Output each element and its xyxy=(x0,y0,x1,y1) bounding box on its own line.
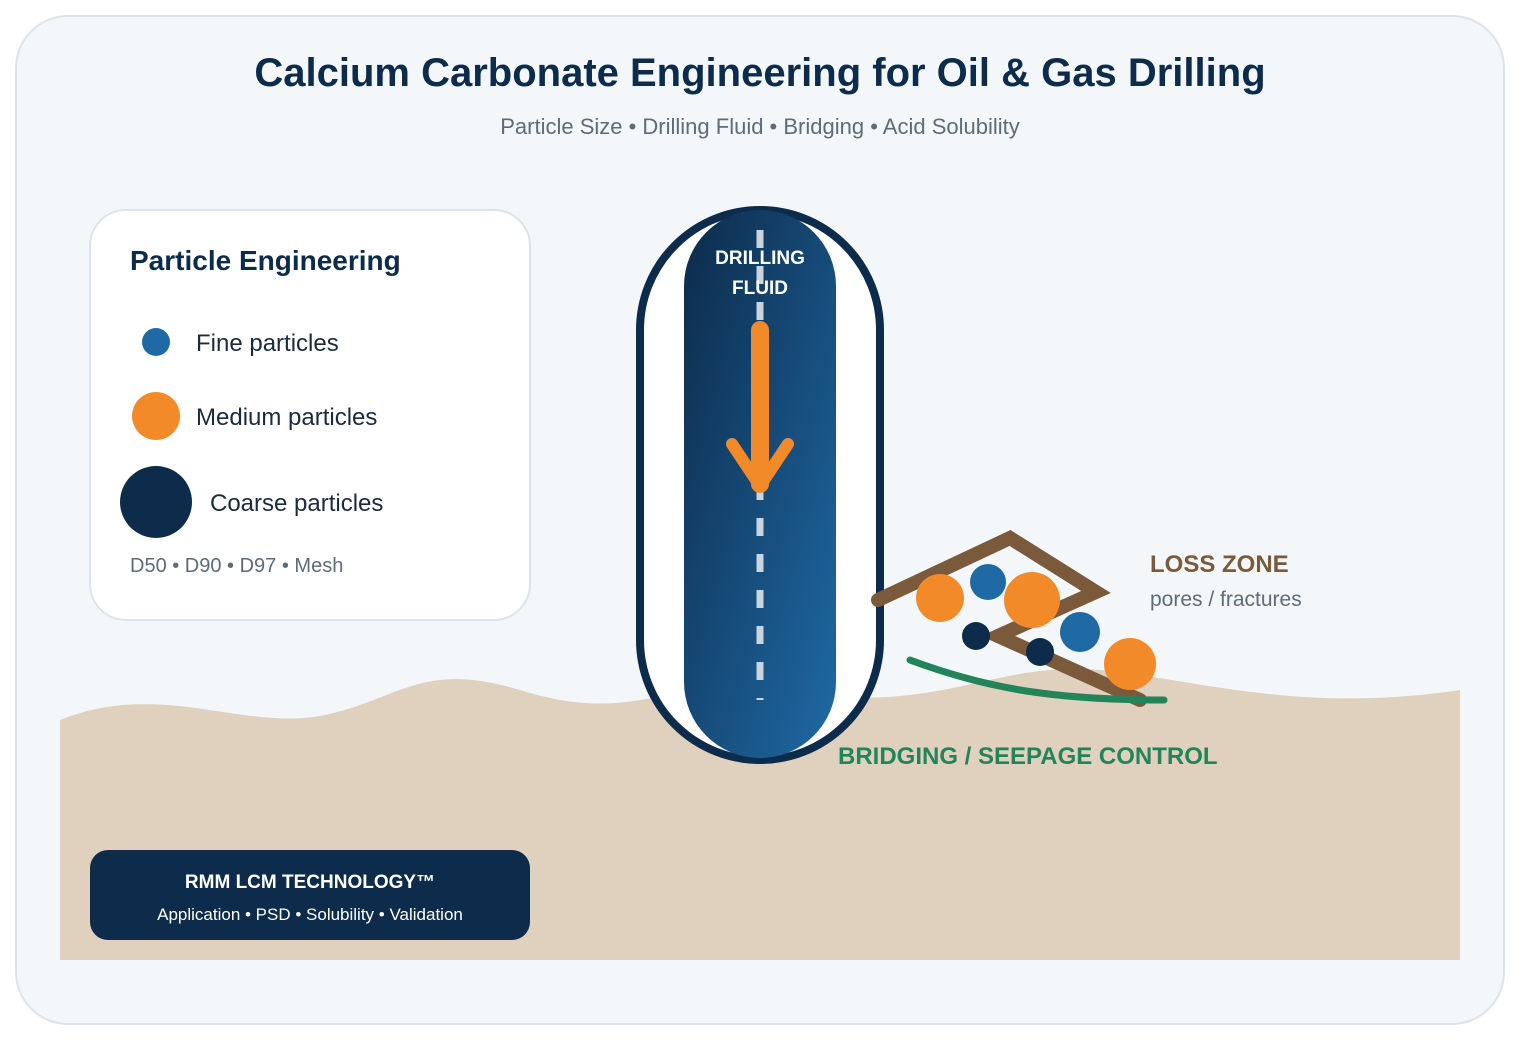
particle-coarse xyxy=(962,622,990,650)
card-background xyxy=(89,209,531,621)
page-title: Calcium Carbonate Engineering for Oil & … xyxy=(254,51,1265,95)
particle-fine xyxy=(970,564,1006,600)
badge-title: RMM LCM TECHNOLOGY™ xyxy=(185,872,435,893)
loss-zone-subtitle: pores / fractures xyxy=(1150,588,1302,611)
legend-medium-label: Medium particles xyxy=(196,404,377,431)
legend-fine-label: Fine particles xyxy=(196,330,339,357)
technology-badge: RMM LCM TECHNOLOGY™ Application • PSD • … xyxy=(90,850,530,940)
badge-background xyxy=(90,850,530,940)
page-subtitle: Particle Size • Drilling Fluid • Bridgin… xyxy=(500,114,1020,139)
card-note: D50 • D90 • D97 • Mesh xyxy=(130,555,343,577)
down-arrow-icon xyxy=(726,321,794,493)
legend-coarse-label: Coarse particles xyxy=(210,490,383,517)
coarse-particle-icon xyxy=(120,466,192,538)
particle-medium xyxy=(1004,572,1060,628)
bridging-particles xyxy=(916,564,1156,690)
particle-medium xyxy=(1104,638,1156,690)
fine-particle-icon xyxy=(142,328,170,356)
particle-fine xyxy=(1060,612,1100,652)
medium-particle-icon xyxy=(132,392,180,440)
drilling-fluid-label-line1: DRILLING xyxy=(715,248,805,269)
particle-engineering-card: Particle Engineering Fine particles Medi… xyxy=(89,209,531,621)
card-title: Particle Engineering xyxy=(130,245,401,276)
particle-medium xyxy=(916,574,964,622)
bridging-label: BRIDGING / SEEPAGE CONTROL xyxy=(838,743,1218,770)
particle-coarse xyxy=(1026,638,1054,666)
wellbore: DRILLING FLUID xyxy=(636,206,884,764)
drilling-fluid-label-line2: FLUID xyxy=(732,278,788,299)
badge-subtitle: Application • PSD • Solubility • Validat… xyxy=(157,905,463,924)
bridging-seal-curve xyxy=(906,656,1168,704)
loss-zone-title: LOSS ZONE xyxy=(1150,551,1289,578)
